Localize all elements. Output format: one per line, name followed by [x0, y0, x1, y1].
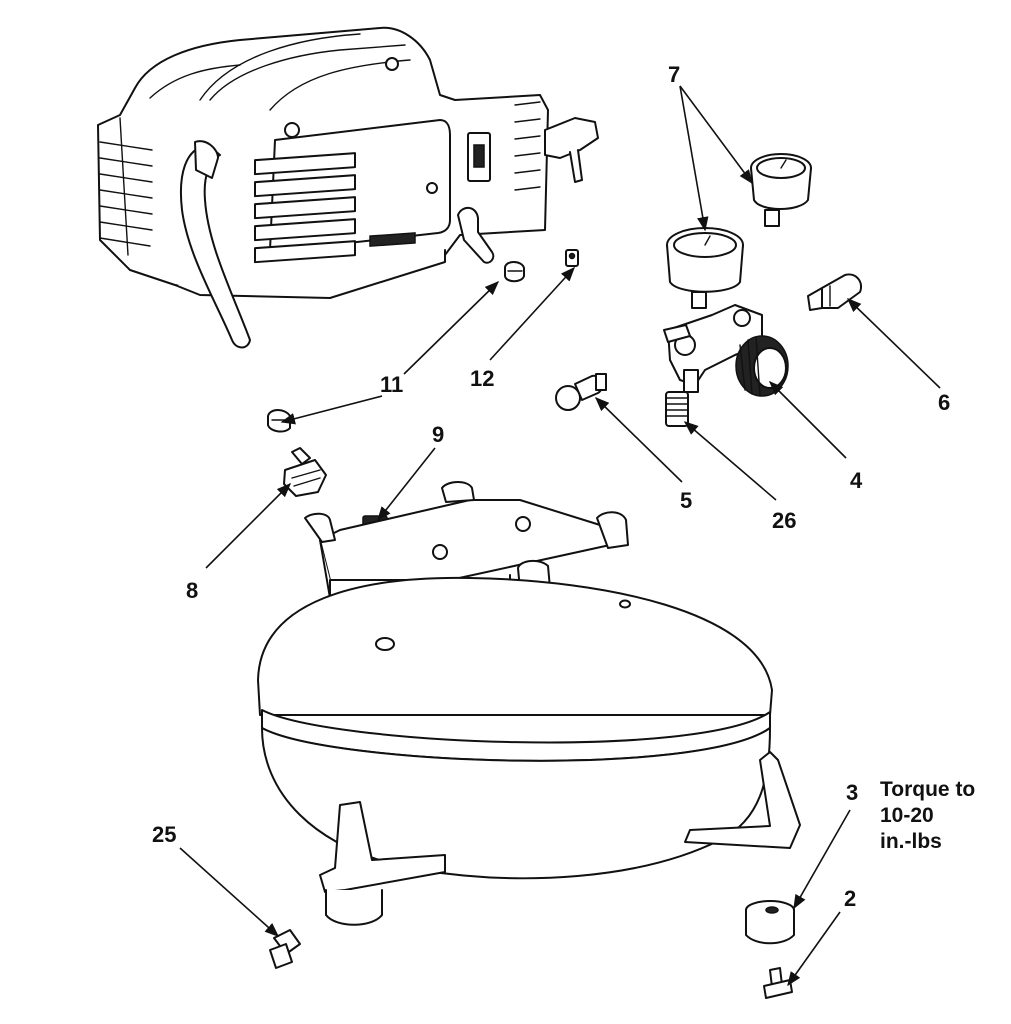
callout-9: 9 [432, 422, 444, 447]
screw-part-2 [763, 967, 793, 999]
safety-valve-part-6 [807, 273, 862, 311]
callout-12: 12 [470, 366, 494, 391]
callout-6: 6 [938, 390, 950, 415]
torque-note-line-3: in.-lbs [880, 830, 942, 853]
left-vent-slots [99, 117, 153, 256]
callout-11: 11 [380, 372, 403, 397]
callout-26: 26 [772, 508, 796, 533]
pressure-gauge-lower [666, 227, 744, 309]
callout-4: 4 [850, 468, 863, 493]
nipple-part-26 [665, 391, 689, 427]
torque-note-line-1: Torque to [880, 778, 975, 801]
tank [257, 481, 801, 926]
screw-part-12 [565, 249, 579, 267]
callout-2: 2 [844, 886, 856, 911]
callout-5: 5 [680, 488, 692, 513]
manifold-part-4 [663, 304, 763, 393]
torque-note-line-2: 10-20 [880, 804, 934, 827]
side-vent-slots [514, 101, 541, 191]
callout-8: 8 [186, 578, 198, 603]
callout-25: 25 [152, 822, 176, 847]
drain-fitting-part-25 [269, 929, 301, 969]
callout-3: 3 [846, 780, 858, 805]
drain-valve-part-5 [555, 373, 607, 411]
rubber-foot-part-3 [745, 900, 795, 945]
pump-motor-assembly [97, 26, 599, 349]
leader-lines [179, 85, 941, 987]
regulator-knob [735, 335, 789, 397]
pressure-gauge-upper [750, 153, 812, 227]
callout-7: 7 [668, 62, 680, 87]
check-valve-part-8 [283, 447, 327, 497]
clamp-part-11 [504, 261, 525, 283]
front-vent-slots [254, 152, 356, 264]
outlet-elbow [457, 206, 495, 264]
